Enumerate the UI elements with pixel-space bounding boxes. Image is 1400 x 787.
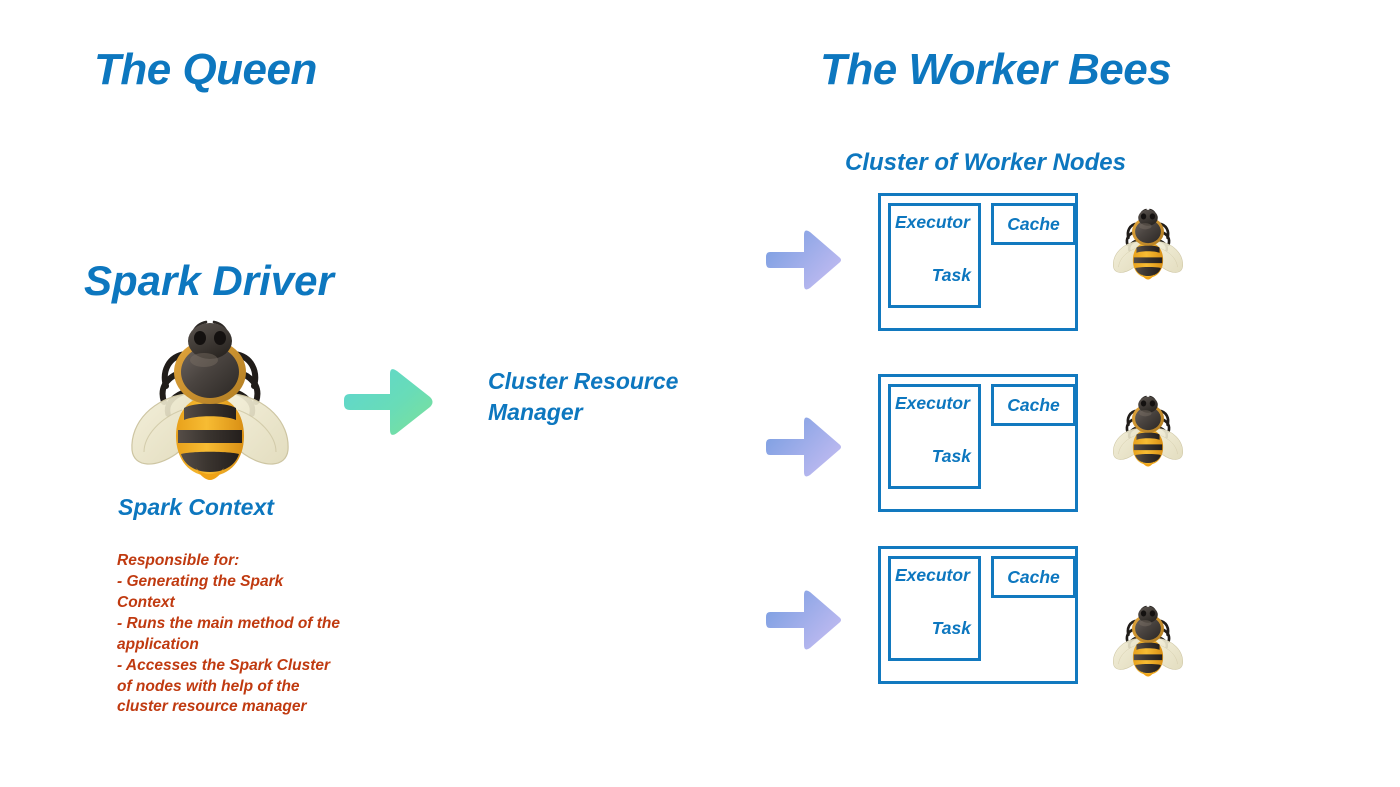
worker-node-2[interactable]: Executor Task Cache — [878, 374, 1078, 512]
cache-label: Cache — [1007, 566, 1060, 587]
honeybee-icon-worker-3 — [1108, 593, 1188, 689]
responsibility-line: Responsible for: — [117, 552, 240, 569]
honeybee-icon-worker-1 — [1108, 196, 1188, 292]
driver-responsibilities-text: Responsible for: - Generating the Spark … — [117, 551, 383, 718]
page-title-the-queen: The Queen — [94, 45, 317, 94]
executor-label: Executor — [895, 565, 970, 585]
honeybee-icon-worker-2 — [1108, 383, 1188, 479]
green-right-arrow-icon — [344, 362, 436, 442]
purple-right-arrow-icon-3 — [766, 586, 844, 654]
cache-box-3[interactable]: Cache — [991, 556, 1076, 598]
responsibility-line: application — [117, 635, 199, 653]
cache-box-1[interactable]: Cache — [991, 203, 1076, 245]
responsibility-line: cluster resource manager — [117, 698, 307, 716]
worker-node-1[interactable]: Executor Task Cache — [878, 193, 1078, 331]
responsibility-line: of nodes with help of the — [117, 677, 300, 695]
responsibility-line: - Accesses the Spark Cluster — [117, 656, 331, 674]
responsibility-line: - Runs the main method of the — [117, 614, 341, 632]
executor-box-3[interactable]: Executor Task — [888, 556, 981, 661]
task-label: Task — [931, 265, 971, 285]
executor-label: Executor — [895, 212, 970, 232]
title-spark-driver: Spark Driver — [84, 257, 334, 304]
executor-box-2[interactable]: Executor Task — [888, 384, 981, 489]
subtitle-cluster-of-worker-nodes: Cluster of Worker Nodes — [845, 149, 1126, 176]
crm-line-1: Cluster Resource — [488, 368, 679, 394]
cache-label: Cache — [1007, 213, 1060, 234]
executor-label: Executor — [895, 393, 970, 413]
responsibility-line: - Generating the Spark — [117, 572, 284, 590]
worker-node-3[interactable]: Executor Task Cache — [878, 546, 1078, 684]
cache-box-2[interactable]: Cache — [991, 384, 1076, 426]
responsibility-line: Context — [117, 593, 175, 611]
label-spark-context: Spark Context — [118, 494, 274, 520]
executor-box-1[interactable]: Executor Task — [888, 203, 981, 308]
purple-right-arrow-icon-1 — [766, 226, 844, 294]
crm-line-2: Manager — [488, 399, 583, 426]
label-cluster-resource-manager: Cluster Resource Manager — [488, 366, 738, 428]
task-label: Task — [931, 618, 971, 638]
cache-label: Cache — [1007, 394, 1060, 415]
task-label: Task — [931, 446, 971, 466]
honeybee-icon-queen — [120, 310, 300, 490]
purple-right-arrow-icon-2 — [766, 413, 844, 481]
page-title-the-worker-bees: The Worker Bees — [820, 45, 1172, 94]
